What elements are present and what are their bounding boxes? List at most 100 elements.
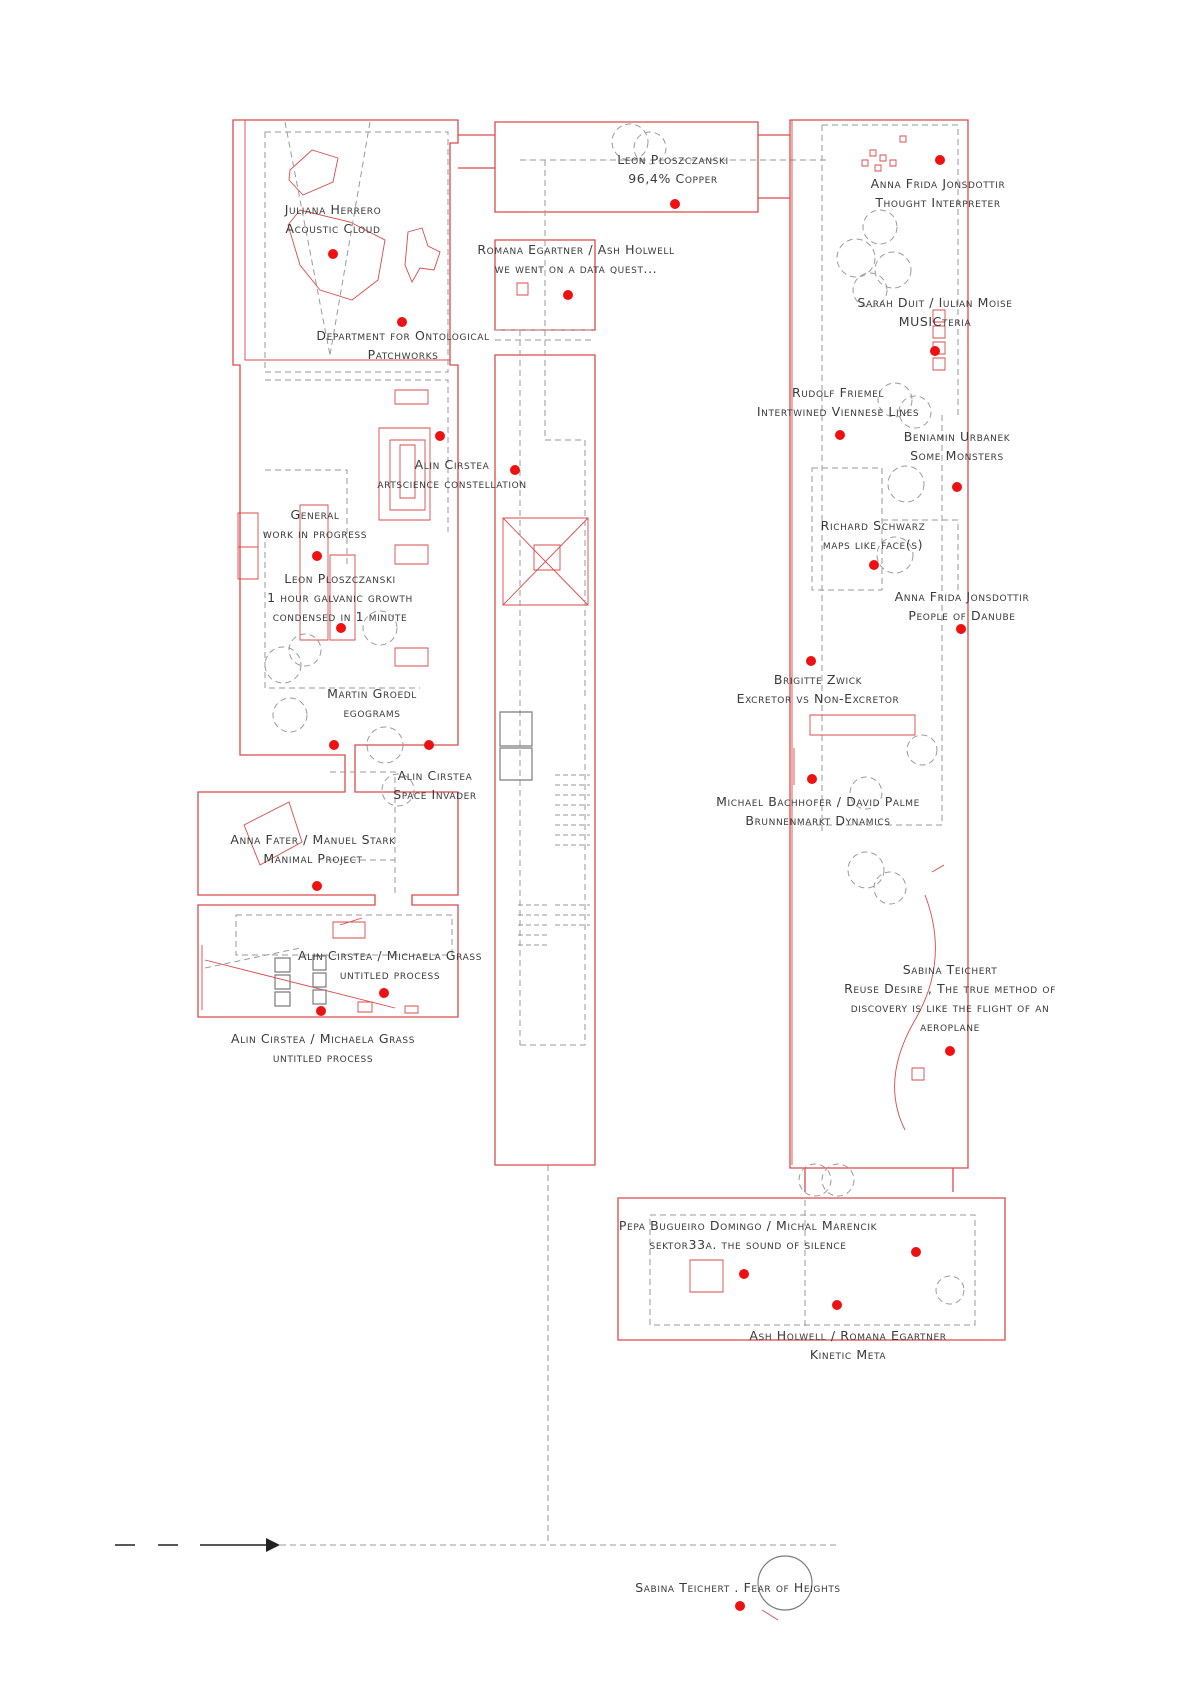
- artist: Brigitte Zwick: [773, 672, 863, 687]
- label-viennese: Rudolf Friemel Intertwined Viennese Line…: [757, 383, 919, 421]
- title: People of Danube: [908, 608, 1016, 623]
- title: Patchworks: [367, 347, 439, 362]
- label-egograms: Martin Groedl egograms: [327, 684, 417, 722]
- marker-monsters[interactable]: [952, 482, 962, 492]
- title: we went on a data quest...: [494, 261, 658, 276]
- marker-silence-a[interactable]: [739, 1269, 749, 1279]
- marker-untitled1[interactable]: [379, 988, 389, 998]
- title: Intertwined Viennese Lines: [756, 404, 920, 419]
- marker-heights[interactable]: [735, 1601, 745, 1611]
- artist: Sabina Teichert: [902, 962, 998, 977]
- label-ontological: Department for Ontological Patchworks: [316, 326, 489, 364]
- marker-reuse[interactable]: [945, 1046, 955, 1056]
- marker-brunnen[interactable]: [807, 774, 817, 784]
- stairs: [518, 774, 590, 946]
- marker-galvanic[interactable]: [336, 623, 346, 633]
- label-manimal: Anna Fater / Manuel Stark Manimal Projec…: [230, 830, 395, 868]
- title: Kinetic Meta: [809, 1347, 887, 1362]
- artist: Alin Cirstea: [414, 457, 490, 472]
- marker-untitled2[interactable]: [316, 1006, 326, 1016]
- marker-dataquest[interactable]: [563, 290, 573, 300]
- title: 1 hour galvanic growth: [267, 590, 413, 605]
- artist: Anna Fater / Manuel Stark: [230, 832, 396, 847]
- artist: Rudolf Friemel: [791, 385, 885, 400]
- marker-copper[interactable]: [670, 199, 680, 209]
- marker-general[interactable]: [312, 551, 322, 561]
- title-line2: discovery is like the flight of an: [850, 1000, 1050, 1015]
- label-acoustic: Juliana Herrero Acoustic Cloud: [285, 200, 382, 238]
- marker-ontological[interactable]: [397, 317, 407, 327]
- title: untitled process: [339, 967, 441, 982]
- label-artscience: Alin Cirstea artscience constellation: [377, 455, 526, 493]
- artist: Anna Frida Jonsdottir: [870, 176, 1006, 191]
- marker-artscience-a[interactable]: [435, 431, 445, 441]
- artist: Richard Schwarz: [820, 518, 926, 533]
- marker-manimal[interactable]: [312, 881, 322, 891]
- artist: General: [290, 507, 340, 522]
- artist: Martin Groedl: [327, 686, 417, 701]
- title: work in progress: [262, 526, 368, 541]
- title: Some Monsters: [910, 448, 1004, 463]
- marker-viennese[interactable]: [835, 430, 845, 440]
- title: Excretor vs Non-Excretor: [736, 691, 900, 706]
- title: sektor33a. the sound of silence: [649, 1237, 847, 1252]
- marker-silence-b[interactable]: [911, 1247, 921, 1257]
- artist: Leon Ploszczanski: [284, 571, 396, 586]
- marker-artscience-b[interactable]: [510, 465, 520, 475]
- entrance-path: [115, 1165, 840, 1621]
- label-untitled1: Alin Cirstea / Michaela Grass untitled p…: [298, 946, 482, 984]
- label-untitled2: Alin Cirstea / Michaela Grass untitled p…: [231, 1029, 415, 1067]
- artist: Pepa Bugueiro Domingo / Michal Marencik: [618, 1218, 878, 1233]
- bottom-building: [617, 1163, 1006, 1341]
- title: Acoustic Cloud: [285, 221, 381, 236]
- title: Reuse Desire , The true method of: [844, 981, 1056, 996]
- artist: Department for Ontological: [316, 328, 490, 343]
- marker-excretor[interactable]: [806, 656, 816, 666]
- title: egograms: [343, 705, 401, 720]
- artist: Juliana Herrero: [284, 202, 382, 217]
- label-danube: Anna Frida Jonsdottir People of Danube: [895, 587, 1030, 625]
- title: MUSICteria: [898, 314, 972, 329]
- marker-thought[interactable]: [935, 155, 945, 165]
- label-mapsfaces: Richard Schwarz maps like face(s): [821, 516, 926, 554]
- label-galvanic: Leon Ploszczanski 1 hour galvanic growth…: [267, 569, 413, 626]
- left-building-dashes: [204, 121, 453, 969]
- marker-kinetic[interactable]: [832, 1300, 842, 1310]
- title: 96,4% Copper: [628, 171, 718, 186]
- artist: Sarah Duit / Iulian Moise: [857, 295, 1013, 310]
- marker-acoustic[interactable]: [328, 249, 338, 259]
- marker-danube[interactable]: [956, 624, 966, 634]
- middle-building: [494, 121, 830, 1166]
- title: Manimal Project: [263, 851, 363, 866]
- label-copper: Leon Ploszczanski 96,4% Copper: [617, 150, 728, 188]
- artist: Michael Bachhofer / David Palme: [716, 794, 920, 809]
- label-brunnen: Michael Bachhofer / David Palme Brunnenm…: [716, 792, 920, 830]
- label-general: General work in progress: [263, 505, 367, 543]
- artist: Romana Egartner / Ash Holwell: [477, 242, 675, 257]
- title-line3: aeroplane: [920, 1019, 980, 1034]
- label-thought: Anna Frida Jonsdottir Thought Interprete…: [871, 174, 1006, 212]
- title: maps like face(s): [822, 537, 924, 552]
- title: Space Invader: [393, 787, 477, 802]
- label-musicteria: Sarah Duit / Iulian Moise MUSICteria: [857, 293, 1012, 331]
- artist: Alin Cirstea / Michaela Grass: [297, 948, 483, 963]
- title: Brunnenmarkt Dynamics: [745, 813, 891, 828]
- connectors: [458, 123, 790, 199]
- title: Thought Interpreter: [875, 195, 1001, 210]
- artist: Anna Frida Jonsdottir: [894, 589, 1030, 604]
- label-silence: Pepa Bugueiro Domingo / Michal Marencik …: [619, 1216, 877, 1254]
- marker-invader[interactable]: [424, 740, 434, 750]
- label-excretor: Brigitte Zwick Excretor vs Non-Excretor: [737, 670, 900, 708]
- label-monsters: Beniamin Urbanek Some Monsters: [904, 427, 1011, 465]
- artist: Sabina Teichert . Fear of Heights: [635, 1580, 841, 1595]
- label-dataquest: Romana Egartner / Ash Holwell we went on…: [477, 240, 674, 278]
- label-reuse: Sabina Teichert Reuse Desire , The true …: [844, 960, 1056, 1036]
- artist: Alin Cirstea / Michaela Grass: [230, 1031, 416, 1046]
- label-kinetic: Ash Holwell / Romana Egartner Kinetic Me…: [749, 1326, 946, 1364]
- artist: Alin Cirstea: [397, 768, 473, 783]
- marker-mapsfaces[interactable]: [869, 560, 879, 570]
- marker-musicteria[interactable]: [930, 346, 940, 356]
- label-invader: Alin Cirstea Space Invader: [393, 766, 477, 804]
- marker-egograms[interactable]: [329, 740, 339, 750]
